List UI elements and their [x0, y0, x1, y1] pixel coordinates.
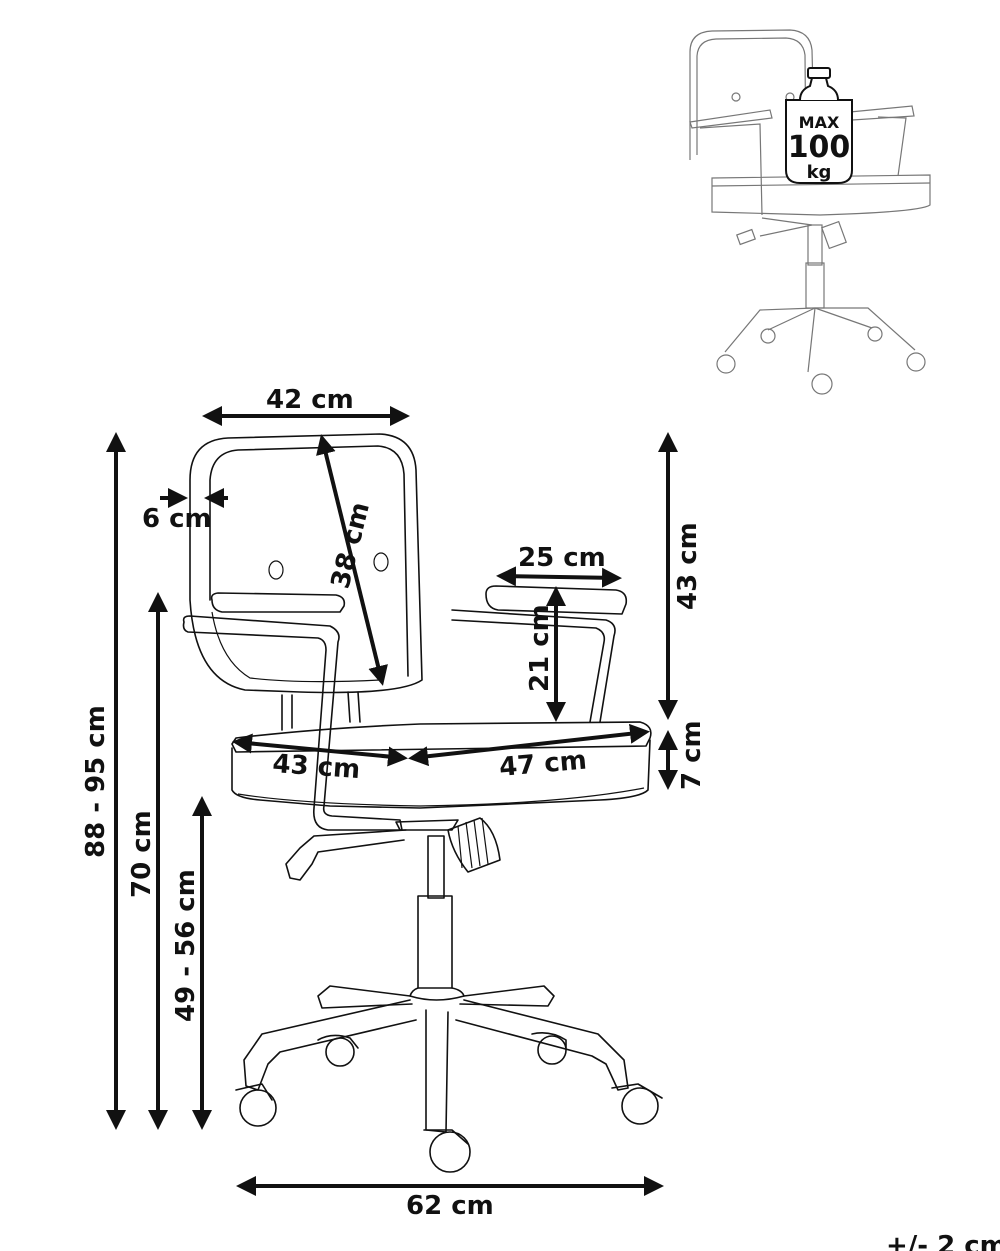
- weight-icon: MAX 100 kg: [785, 67, 853, 184]
- label-seat-width: 47 cm: [498, 745, 588, 783]
- label-back-to-seat-height: 43 cm: [673, 522, 703, 610]
- label-armrest-height: 21 cm: [525, 604, 555, 692]
- label-total-height: 88 - 95 cm: [81, 705, 111, 858]
- label-backrest-height: 38 cm: [326, 499, 376, 591]
- dimension-arrows: [106, 406, 678, 1196]
- label-backrest-thickness: 6 cm: [142, 504, 212, 534]
- armrest-right: [485, 585, 628, 615]
- backrest: [189, 433, 423, 694]
- backrest-button-left: [268, 560, 284, 580]
- height-lever: [285, 829, 407, 881]
- label-armrest-length: 25 cm: [518, 543, 606, 573]
- tilt-knob: [447, 817, 501, 873]
- gas-cylinder: [427, 835, 445, 899]
- label-base-width: 62 cm: [406, 1191, 494, 1221]
- armrest-left: [210, 592, 346, 613]
- weight-value: 100: [788, 130, 851, 165]
- star-base: [243, 985, 629, 1133]
- thumbnail-chair: [689, 29, 931, 395]
- weight-max-label: MAX: [799, 113, 840, 132]
- label-seat-thickness: 7 cm: [677, 720, 707, 790]
- label-armrest-floor-height: 70 cm: [127, 810, 157, 898]
- tolerance-note: +/- 2 cm: [886, 1231, 1000, 1251]
- label-backrest-width: 42 cm: [266, 385, 354, 415]
- label-seat-floor-height: 49 - 56 cm: [171, 869, 201, 1022]
- casters: [235, 1032, 663, 1173]
- weight-unit: kg: [807, 162, 832, 183]
- backrest-button-right: [373, 552, 389, 572]
- label-seat-depth: 43 cm: [272, 749, 362, 785]
